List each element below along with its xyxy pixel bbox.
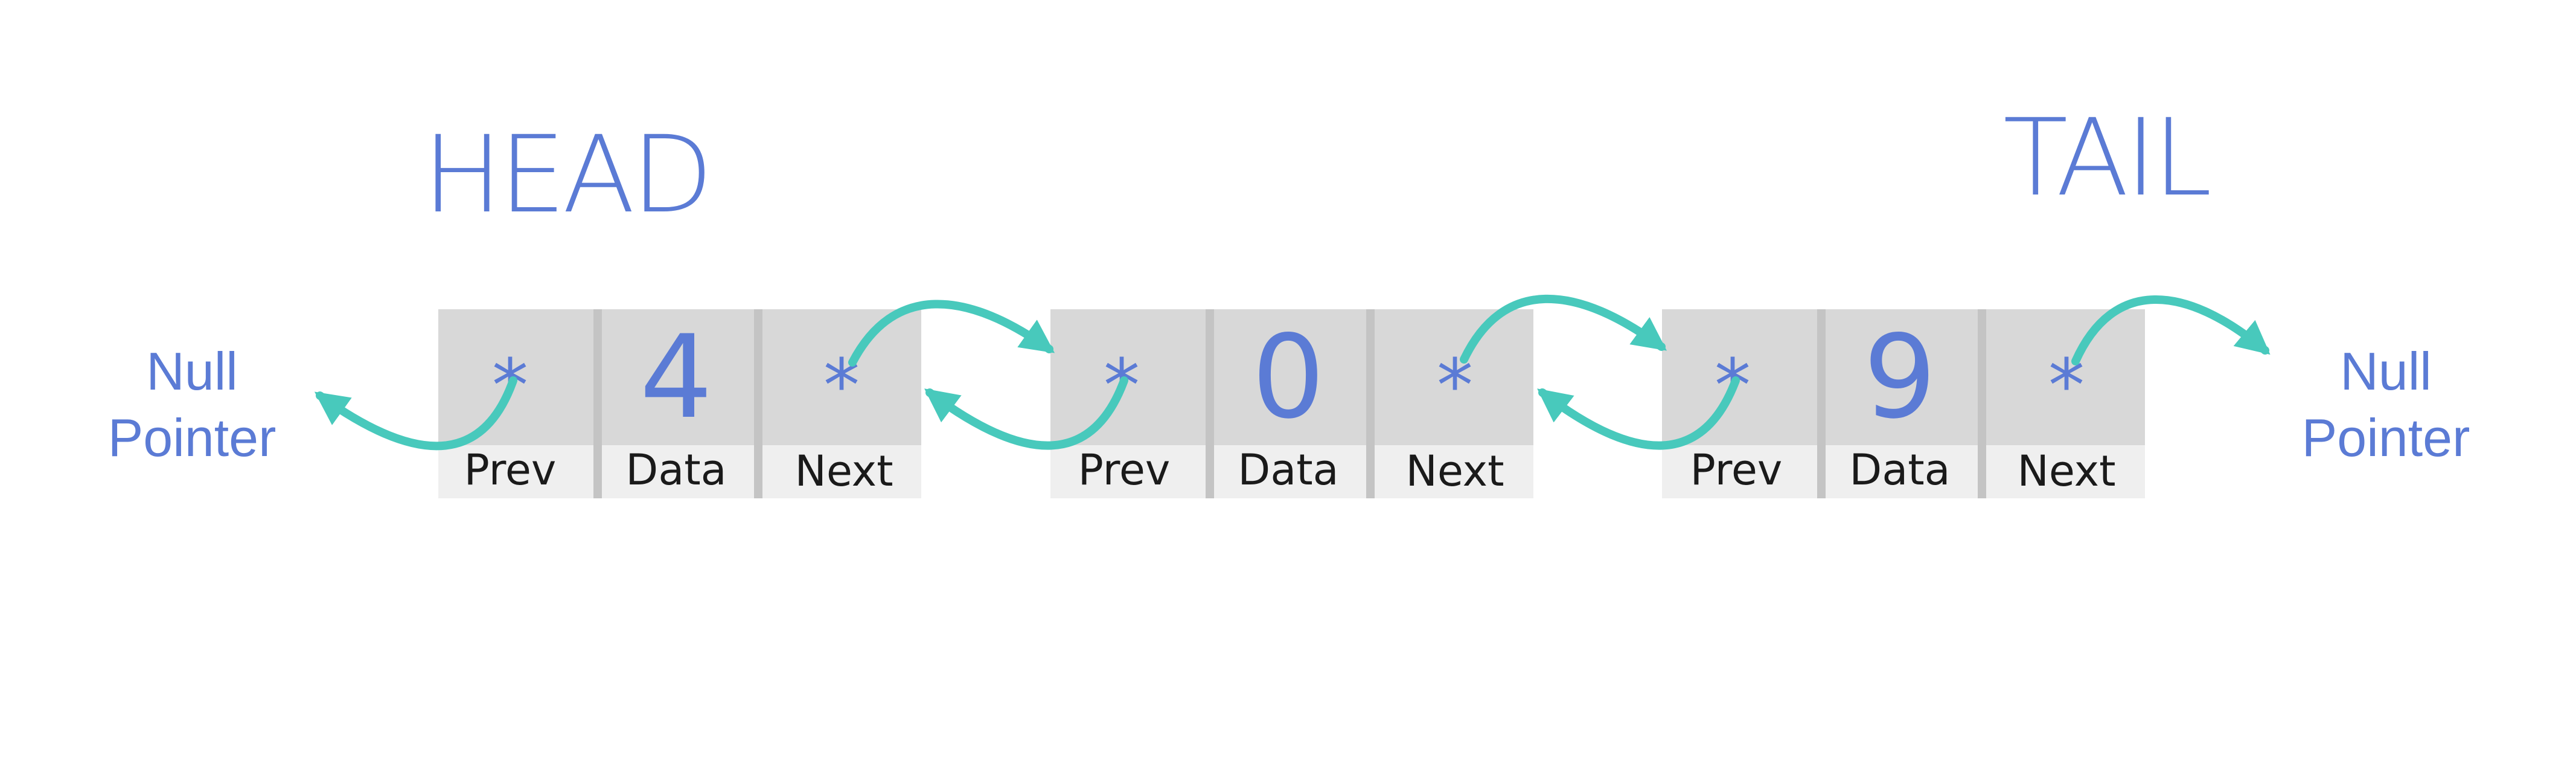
node-2: * 0 * Prev Data Next — [1050, 309, 1533, 498]
node-3-prev-label: Prev — [1690, 445, 1783, 495]
node-1-data-label: Data — [625, 445, 726, 495]
node-1-prev-label: Prev — [464, 445, 557, 495]
node-3: * 9 * Prev Data Next — [1662, 309, 2145, 498]
node-3-next-label: Next — [2017, 446, 2115, 496]
null-right-line2: Pointer — [2302, 408, 2470, 468]
head-label: HEAD — [423, 113, 709, 237]
null-pointer-right: Null Pointer — [2302, 341, 2470, 468]
node-2-data-value: 0 — [1252, 310, 1325, 444]
null-right-line1: Null — [2340, 341, 2432, 401]
node-3-data-label: Data — [1849, 445, 1950, 495]
arrow-node-3-prev-to-node-2 — [1537, 376, 1740, 450]
node-1: * 4 * Prev Data Next — [438, 309, 921, 498]
node-2-data-label: Data — [1238, 445, 1338, 495]
null-left-line2: Pointer — [108, 408, 276, 468]
node-1-data-value: 4 — [640, 310, 713, 444]
node-2-next-label: Next — [1405, 446, 1504, 496]
node-3-data-value: 9 — [1864, 310, 1937, 444]
arrow-node-1-next-to-node-2 — [848, 300, 1055, 367]
arrow-node-3-next-to-null — [2071, 295, 2271, 365]
tail-label: TAIL — [2003, 96, 2209, 220]
arrow-node-2-prev-to-node-1 — [924, 376, 1128, 450]
null-pointer-left: Null Pointer — [108, 341, 276, 468]
arrow-node-2-next-to-node-3 — [1460, 294, 1667, 364]
node-1-next-label: Next — [794, 446, 893, 496]
null-left-line1: Null — [146, 341, 238, 401]
arrow-node-1-prev-to-null — [314, 376, 517, 451]
node-2-prev-label: Prev — [1078, 445, 1171, 495]
